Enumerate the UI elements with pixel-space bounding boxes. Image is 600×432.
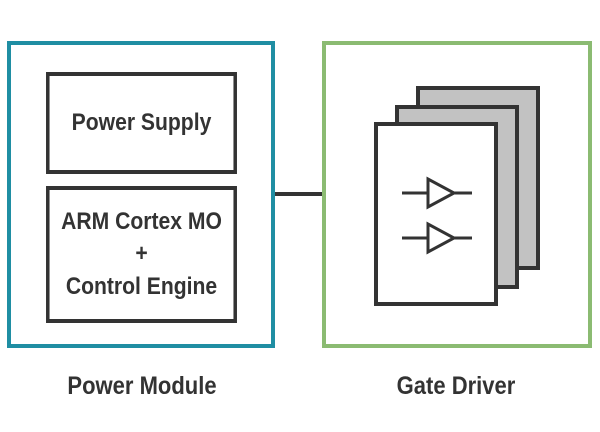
- connector-line: [275, 192, 322, 196]
- gate-driver-caption: Gate Driver: [396, 372, 516, 400]
- arm-cortex-label: ARM Cortex MO: [61, 207, 222, 235]
- plus-label: +: [135, 240, 148, 268]
- gate-driver-card-front: [374, 122, 498, 306]
- buffer-icon-bottom: [402, 221, 472, 255]
- power-supply-block: Power Supply: [46, 72, 237, 174]
- gate-driver-stack-icon: [374, 86, 540, 306]
- power-module-frame: [7, 41, 275, 348]
- power-supply-label: Power Supply: [71, 108, 212, 136]
- arm-control-block: ARM Cortex MO + Control Engine: [46, 186, 237, 323]
- buffer-icon-top: [402, 176, 472, 210]
- gate-driver-frame: [322, 41, 592, 348]
- control-engine-label: Control Engine: [65, 272, 218, 300]
- power-module-caption: Power Module: [67, 372, 217, 400]
